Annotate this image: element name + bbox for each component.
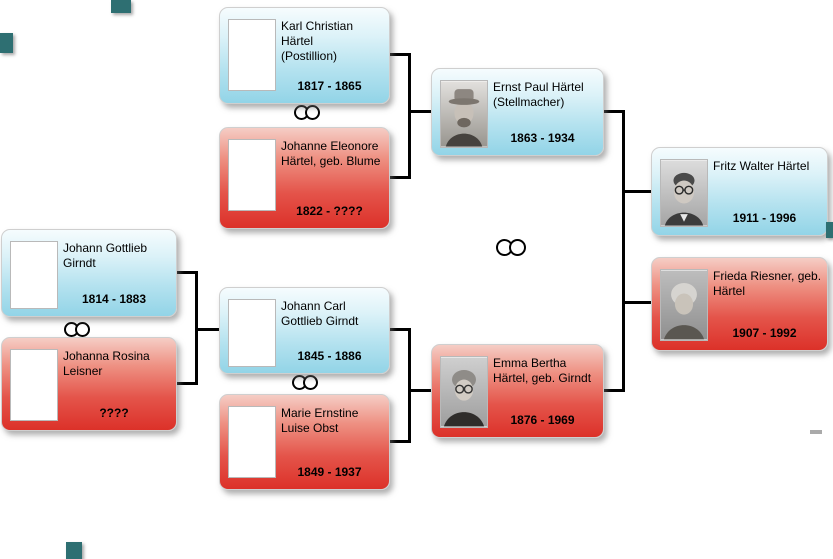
photo-ernst-paul: [440, 80, 488, 148]
connector-line: [195, 328, 220, 331]
photo-placeholder: [228, 139, 276, 211]
ring-right-icon: [75, 322, 90, 337]
connector-line: [390, 328, 410, 331]
partial-card-fragment: [810, 430, 822, 434]
photo-placeholder: [10, 241, 58, 309]
ring-right-icon: [509, 239, 526, 256]
person-card-johann-gottlieb[interactable]: Johann Gottlieb Girndt 1814 - 1883: [1, 229, 177, 317]
photo-fritz-walter: [660, 159, 708, 227]
ring-right-icon: [303, 375, 318, 390]
connector-line: [622, 110, 625, 392]
partial-card-fragment[interactable]: [66, 542, 82, 559]
person-name: Marie Ernstine Luise Obst: [281, 406, 359, 435]
marriage-rings-icon[interactable]: [292, 375, 318, 390]
person-name: Fritz Walter Härtel: [713, 159, 810, 173]
connector-line: [390, 440, 410, 443]
connector-line: [408, 53, 411, 179]
person-name: Johanne Eleonore Härtel, geb. Blume: [281, 139, 381, 168]
connector-line: [177, 271, 197, 274]
person-name: Johann Carl Gottlieb Girndt: [281, 299, 359, 328]
connector-line: [390, 176, 410, 179]
photo-placeholder: [228, 299, 276, 367]
person-card-marie-ernstine[interactable]: Marie Ernstine Luise Obst 1849 - 1937: [219, 394, 390, 490]
person-name: Johann Gottlieb Girndt: [63, 241, 148, 270]
connector-line: [408, 389, 432, 392]
person-dates: ????: [99, 406, 129, 420]
person-dates: 1822 - ????: [296, 204, 363, 218]
connector-line: [177, 382, 197, 385]
person-dates: 1907 - 1992: [732, 326, 797, 340]
connector-line: [604, 389, 624, 392]
person-card-emma-bertha[interactable]: Emma Bertha Härtel, geb. Girndt 1876 - 1…: [431, 344, 604, 438]
connector-line: [408, 328, 411, 443]
photo-placeholder: [228, 406, 276, 478]
person-dates: 1849 - 1937: [297, 465, 362, 479]
person-name: Karl Christian Härtel (Postillion): [281, 19, 354, 63]
partial-card-fragment[interactable]: [0, 33, 13, 53]
person-card-fritz-walter[interactable]: Fritz Walter Härtel 1911 - 1996: [651, 147, 828, 236]
connector-line: [604, 110, 624, 113]
connector-line: [622, 301, 652, 304]
person-card-ernst-paul[interactable]: Ernst Paul Härtel (Stellmacher) 1863 - 1…: [431, 68, 604, 156]
photo-emma-bertha: [440, 356, 488, 428]
person-dates: 1863 - 1934: [510, 131, 575, 145]
photo-placeholder: [228, 19, 276, 91]
person-card-johann-carl[interactable]: Johann Carl Gottlieb Girndt 1845 - 1886: [219, 287, 390, 374]
ring-right-icon: [305, 105, 320, 120]
connector-line: [622, 190, 652, 193]
person-dates: 1845 - 1886: [297, 349, 362, 363]
person-name: Ernst Paul Härtel (Stellmacher): [493, 80, 584, 109]
person-dates: 1876 - 1969: [510, 413, 575, 427]
marriage-rings-icon[interactable]: [64, 322, 90, 337]
marriage-rings-icon[interactable]: [294, 105, 320, 120]
marriage-rings-icon[interactable]: [496, 239, 526, 256]
connector-line: [390, 53, 410, 56]
person-dates: 1911 - 1996: [732, 211, 797, 225]
connector-line: [408, 110, 432, 113]
partial-card-fragment[interactable]: [826, 222, 833, 238]
photo-placeholder: [10, 349, 58, 421]
person-dates: 1817 - 1865: [297, 79, 362, 93]
person-name: Johanna Rosina Leisner: [63, 349, 150, 378]
person-name: Emma Bertha Härtel, geb. Girndt: [493, 356, 592, 385]
person-card-johanna-rosina[interactable]: Johanna Rosina Leisner ????: [1, 337, 177, 431]
person-name: Frieda Riesner, geb. Härtel: [713, 269, 822, 298]
person-card-frieda-riesner[interactable]: Frieda Riesner, geb. Härtel 1907 - 1992: [651, 257, 828, 351]
person-card-karl-christian[interactable]: Karl Christian Härtel (Postillion) 1817 …: [219, 7, 390, 104]
person-card-johanne-eleonore[interactable]: Johanne Eleonore Härtel, geb. Blume 1822…: [219, 127, 390, 229]
person-dates: 1814 - 1883: [81, 292, 147, 306]
partial-card-fragment[interactable]: [111, 0, 131, 13]
photo-frieda-riesner: [660, 269, 708, 341]
